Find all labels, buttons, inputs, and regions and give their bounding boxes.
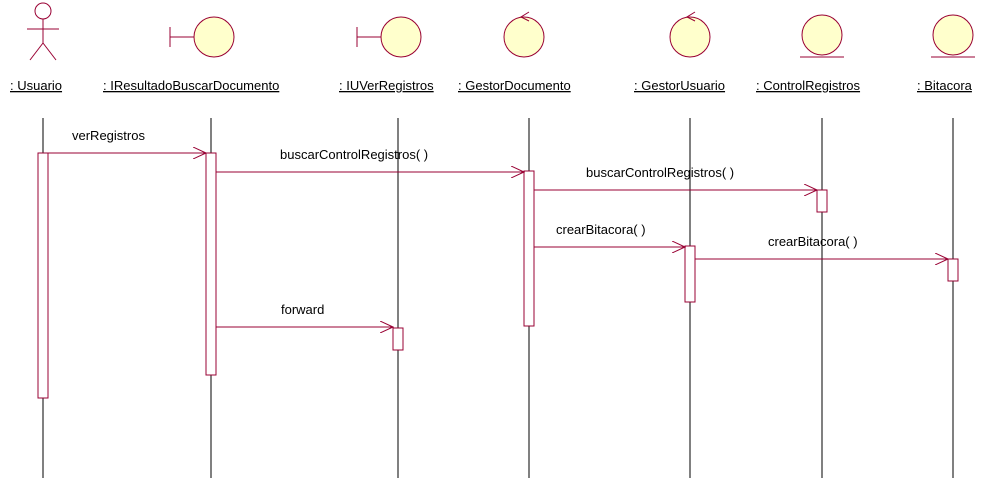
object-name-iresultado: : IResultadoBuscarDocumento bbox=[103, 78, 279, 93]
message-label-buscar-1: buscarControlRegistros( ) bbox=[280, 147, 428, 162]
object-name-bitacora: : Bitacora bbox=[917, 78, 973, 93]
activation-iresultado bbox=[205, 152, 217, 376]
object-name-gestorusuario: : GestorUsuario bbox=[634, 78, 725, 93]
object-name-usuario: : Usuario bbox=[10, 78, 62, 93]
control-icon-gestorusuario bbox=[669, 11, 711, 58]
control-icon-gestordoc bbox=[503, 11, 545, 58]
message-label-crear-2: crearBitacora( ) bbox=[768, 234, 858, 249]
actor-icon-usuario bbox=[27, 2, 59, 61]
message-label-crear-1: crearBitacora( ) bbox=[556, 222, 646, 237]
object-name-gestordoc: : GestorDocumento bbox=[458, 78, 571, 93]
activation-controlreg bbox=[816, 189, 828, 213]
activation-bitacora bbox=[947, 258, 959, 282]
activation-iuver bbox=[392, 327, 404, 351]
activation-gestordoc bbox=[523, 170, 535, 327]
message-label-forward: forward bbox=[281, 302, 324, 317]
activation-usuario bbox=[37, 152, 49, 399]
boundary-icon-iresultado bbox=[169, 16, 235, 58]
object-name-controlreg: : ControlRegistros bbox=[756, 78, 861, 93]
entity-icon-controlreg bbox=[800, 14, 844, 58]
object-name-iuver: : IUVerRegistros bbox=[339, 78, 434, 93]
message-label-verregistros: verRegistros bbox=[72, 128, 145, 143]
boundary-icon-iuver bbox=[356, 16, 422, 58]
activation-gestorusuario bbox=[684, 245, 696, 303]
entity-icon-bitacora bbox=[931, 14, 975, 58]
message-label-buscar-2: buscarControlRegistros( ) bbox=[586, 165, 734, 180]
